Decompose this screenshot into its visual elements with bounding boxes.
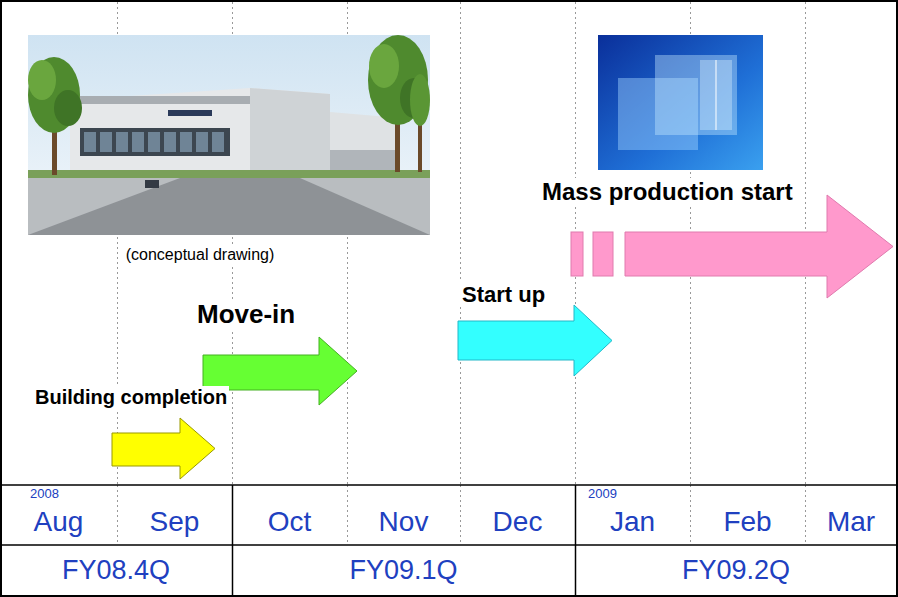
year-label: 2008 [30,487,59,501]
phase-label: Building completion [33,386,229,409]
phase-label: Mass production start [540,178,795,206]
month-cell-box: Feb [690,500,805,544]
mass-production-arrow: Mass production start [540,178,893,299]
quarter-cell-box: FY09.1Q [232,547,575,595]
month-cell: Dec [493,507,543,538]
phase-label: Move-in [195,300,297,330]
building-illustration [28,35,430,235]
month-cell: Jan [610,507,655,538]
year-label-box: 2008 [30,487,74,502]
month-cell-box: Aug [0,500,117,544]
quarter-cell: FY09.1Q [349,556,457,586]
month-cell-box: Nov [347,500,460,544]
month-cell-box: Sep [117,500,232,544]
quarter-cell: FY08.4Q [62,556,170,586]
year-label: 2009 [588,487,617,501]
image-caption-box: (conceptual drawing) [60,243,340,267]
building-completion-arrow: Building completion [33,386,229,480]
phase-label: Start up [460,282,547,307]
month-cell: Aug [34,507,84,538]
quarter-cell: FY09.2Q [682,556,790,586]
quarter-cell-box: FY09.2Q [575,547,897,595]
month-cell-box: Jan [575,500,690,544]
month-cell-box: Mar [805,500,897,544]
quarter-cell-box: FY08.4Q [0,547,232,595]
month-cell: Mar [827,507,875,538]
glass-illustration [598,35,763,170]
month-cell: Feb [723,507,771,538]
image-caption: (conceptual drawing) [123,246,278,264]
month-cell: Oct [268,507,312,538]
table-lines [0,485,898,597]
month-cell-box: Dec [460,500,575,544]
year-label-box: 2009 [588,487,632,502]
month-cell-box: Oct [232,500,347,544]
month-cell: Sep [150,507,200,538]
month-cell: Nov [379,507,429,538]
start-up-arrow: Start up [458,282,612,377]
